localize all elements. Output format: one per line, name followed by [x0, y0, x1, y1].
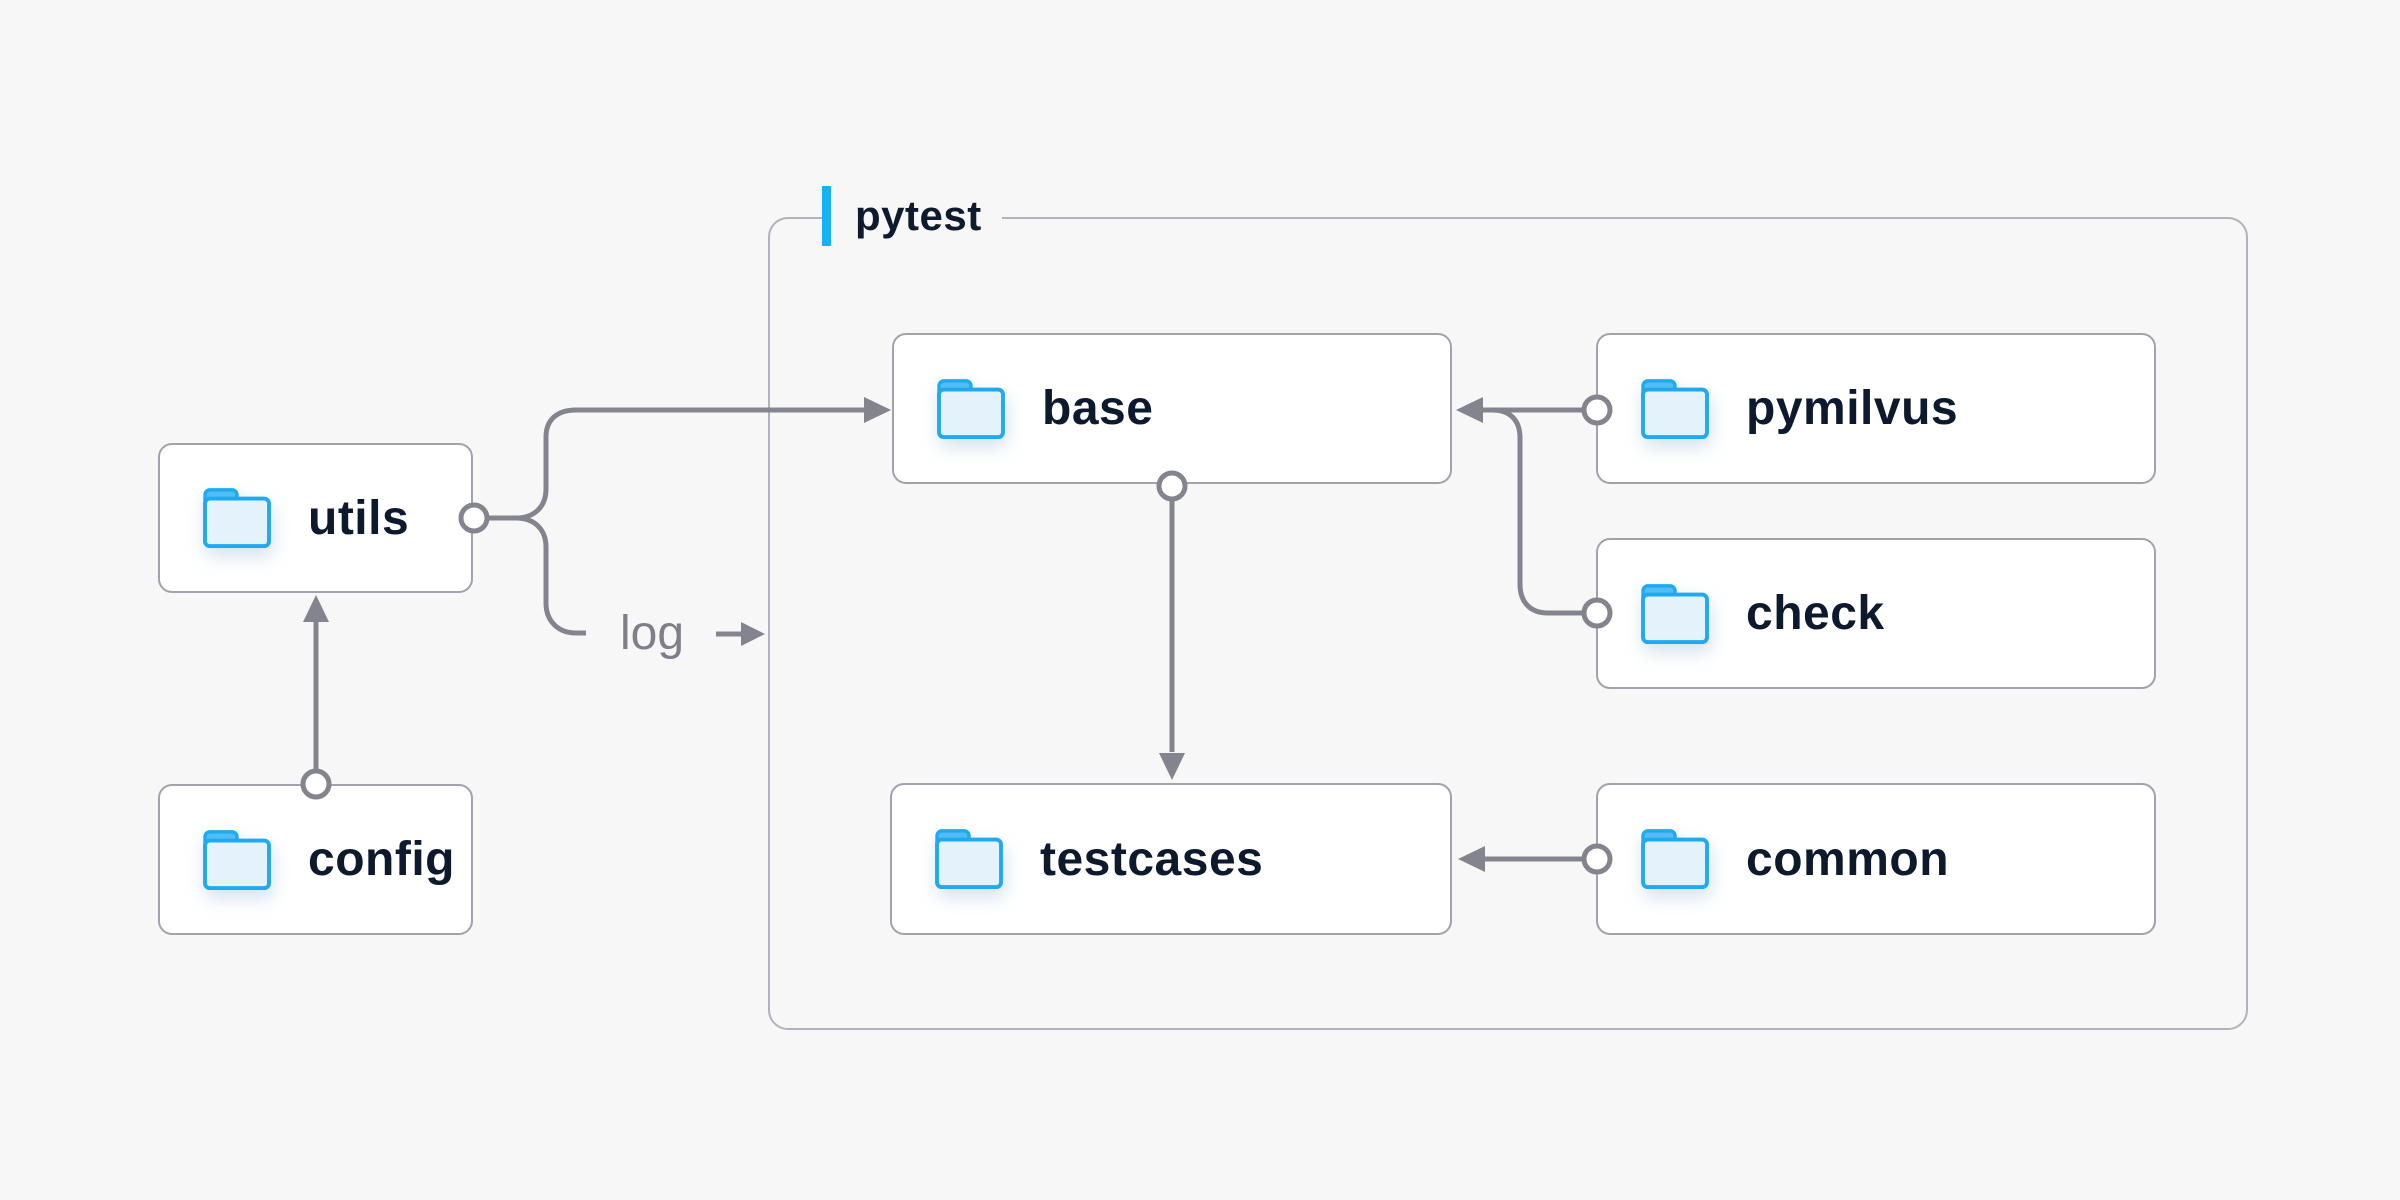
folder-icon	[935, 829, 1003, 890]
node-label: testcases	[1040, 832, 1264, 886]
node-pymilvus: pymilvus	[1596, 333, 2156, 484]
folder-icon	[1641, 583, 1709, 644]
node-testcases: testcases	[890, 783, 1452, 935]
node-base: base	[892, 333, 1452, 484]
edge-label-log: log	[619, 607, 685, 660]
folder-icon	[203, 829, 271, 890]
node-label: config	[308, 833, 455, 886]
node-label: base	[1042, 382, 1154, 435]
folder-icon	[1641, 829, 1709, 890]
node-label: common	[1746, 832, 1950, 886]
folder-icon	[203, 488, 271, 549]
node-utils: utils	[158, 443, 473, 593]
node-config: config	[158, 784, 473, 935]
pytest-group-title: pytest	[855, 192, 982, 239]
pytest-group-label: pytest	[822, 185, 1002, 247]
pytest-accent-bar-icon	[822, 186, 831, 246]
node-common: common	[1596, 783, 2156, 935]
node-label: pymilvus	[1746, 382, 1959, 435]
folder-icon	[1641, 378, 1709, 439]
node-label: check	[1746, 587, 1885, 640]
node-label: utils	[308, 491, 410, 545]
edge-config-utils	[300, 595, 332, 800]
pytest-group-container	[768, 217, 2248, 1030]
node-check: check	[1596, 538, 2156, 689]
folder-icon	[937, 378, 1005, 439]
